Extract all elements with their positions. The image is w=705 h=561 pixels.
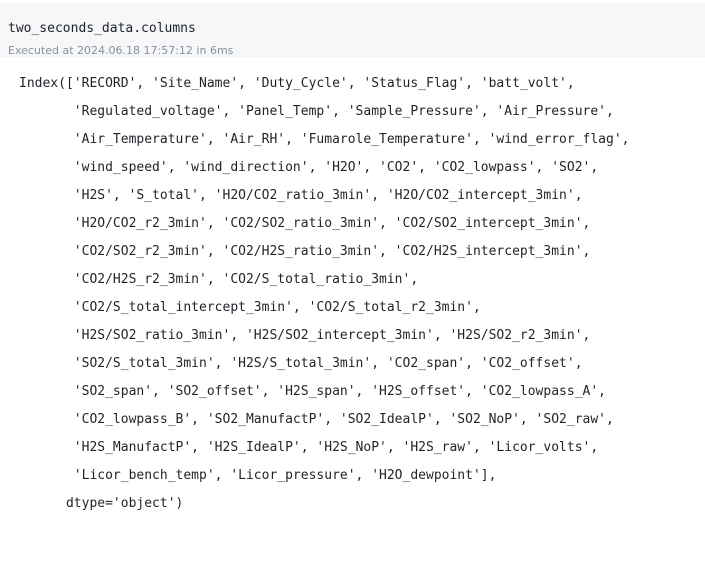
output-line: Index(['RECORD', 'Site_Name', 'Duty_Cycl…: [19, 76, 575, 91]
cell-output: Index(['RECORD', 'Site_Name', 'Duty_Cycl…: [19, 70, 629, 518]
output-line: 'Air_Temperature', 'Air_RH', 'Fumarole_T…: [19, 132, 630, 147]
output-line: 'CO2/S_total_intercept_3min', 'CO2/S_tot…: [19, 300, 481, 315]
output-line: 'CO2/H2S_r2_3min', 'CO2/S_total_ratio_3m…: [19, 272, 419, 287]
output-line: 'Regulated_voltage', 'Panel_Temp', 'Samp…: [19, 104, 614, 119]
output-line: 'H2S/SO2_ratio_3min', 'H2S/SO2_intercept…: [19, 328, 591, 343]
output-line: 'SO2/S_total_3min', 'H2S/S_total_3min', …: [19, 356, 583, 371]
output-line: 'Licor_bench_temp', 'Licor_pressure', 'H…: [19, 468, 497, 483]
execution-timestamp: 2024.06.18 17:57:12: [77, 44, 193, 57]
output-line: 'CO2/SO2_r2_3min', 'CO2/H2S_ratio_3min',…: [19, 244, 591, 259]
cell-code[interactable]: two_seconds_data.columns: [8, 21, 196, 36]
execution-info: Executed at 2024.06.18 17:57:12 in 6ms: [8, 44, 233, 57]
execution-label: Executed at: [8, 44, 78, 57]
output-line: 'H2S_ManufactP', 'H2S_IdealP', 'H2S_NoP'…: [19, 440, 599, 455]
output-line: 'SO2_span', 'SO2_offset', 'H2S_span', 'H…: [19, 384, 606, 399]
execution-duration: 6ms: [209, 44, 234, 57]
output-line: dtype='object'): [19, 496, 184, 511]
execution-duration-label: in: [192, 44, 210, 57]
output-line: 'H2S', 'S_total', 'H2O/CO2_ratio_3min', …: [19, 188, 583, 203]
cell-header[interactable]: two_seconds_data.columns Executed at 202…: [0, 3, 705, 57]
output-line: 'wind_speed', 'wind_direction', 'H2O', '…: [19, 160, 599, 175]
output-line: 'CO2_lowpass_B', 'SO2_ManufactP', 'SO2_I…: [19, 412, 614, 427]
output-line: 'H2O/CO2_r2_3min', 'CO2/SO2_ratio_3min',…: [19, 216, 591, 231]
